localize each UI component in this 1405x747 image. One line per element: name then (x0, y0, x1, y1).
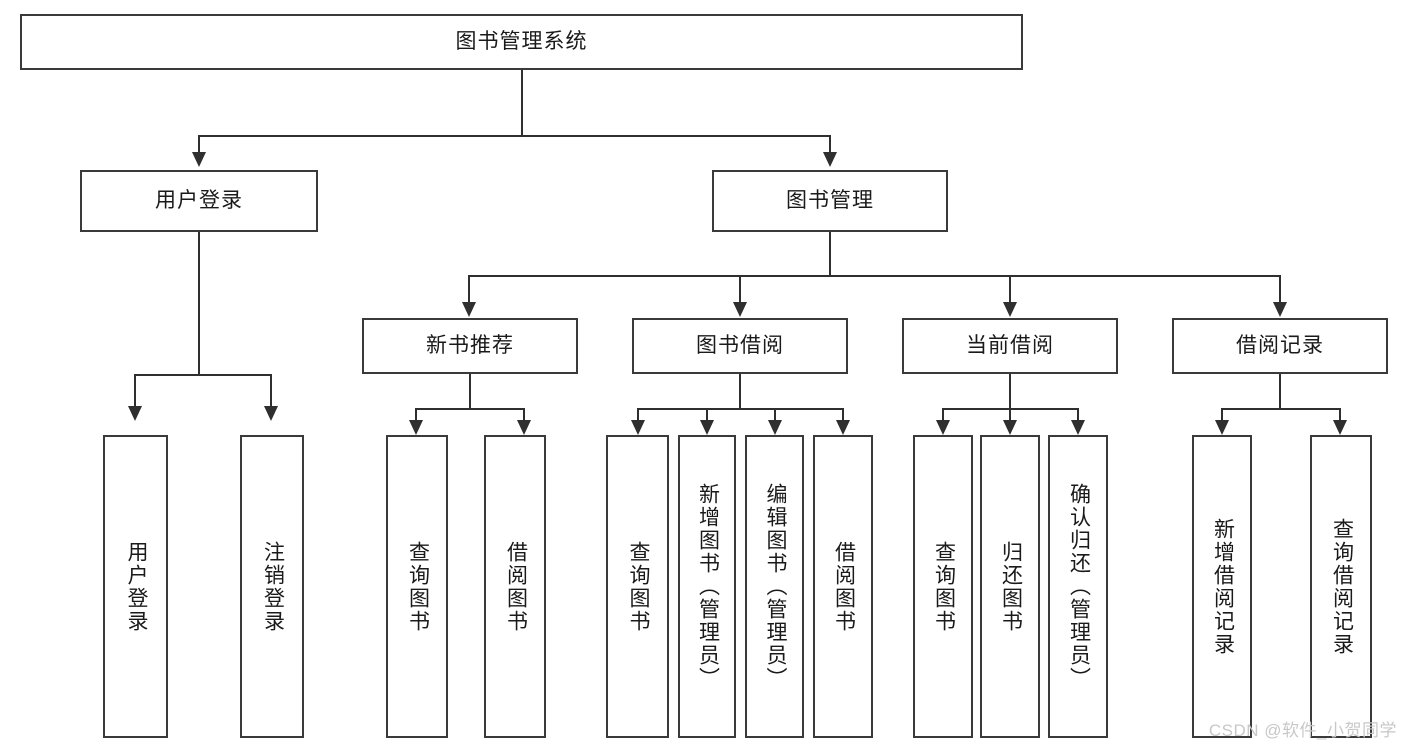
edge-nbr-drop-1 (415, 408, 417, 424)
arrow-root-to-book-management (823, 152, 837, 167)
node-book-borrow[interactable]: 图书借阅 (632, 318, 848, 374)
edge-nbr-bus (415, 408, 525, 410)
edge-nbr-drop-2 (523, 408, 525, 424)
edge-bb-drop-3 (774, 408, 776, 424)
edge-bb-drop-1 (637, 408, 639, 424)
node-label: 用户登录 (124, 540, 148, 633)
leaf-query-book-recommend[interactable]: 查询图书 (386, 435, 448, 738)
node-label: 确认归还（管理员） (1067, 483, 1091, 690)
arrow-br-leaf-1 (1215, 420, 1229, 435)
node-book-management-system[interactable]: 图书管理系统 (20, 14, 1023, 70)
edge-br-drop-1 (1221, 408, 1223, 424)
node-label: 归还图书 (999, 540, 1023, 633)
node-book-management[interactable]: 图书管理 (712, 170, 948, 232)
arrow-bm-to-new-book-recommend (462, 302, 476, 317)
node-label: 用户登录 (155, 189, 243, 213)
edge-user-login-bus (134, 374, 271, 376)
arrow-bb-leaf-4 (836, 420, 850, 435)
arrow-root-to-user-login (192, 152, 206, 167)
leaf-edit-book[interactable]: 编辑图书（管理员） (745, 435, 804, 738)
edge-bb-bus (637, 408, 843, 410)
watermark-text: CSDN @软件_小贺同学 (1208, 721, 1397, 740)
edge-bm-drop-4 (1279, 275, 1281, 305)
arrow-user-login-leaf-2 (264, 406, 278, 421)
edge-user-login-drop-1 (134, 374, 136, 409)
arrow-nbr-leaf-2 (517, 420, 531, 435)
node-label: 查询图书 (932, 540, 956, 633)
node-label: 查询借阅记录 (1330, 517, 1354, 656)
node-label: 编辑图书（管理员） (763, 483, 787, 690)
leaf-borrow-book-recommend[interactable]: 借阅图书 (484, 435, 546, 738)
edge-book-management-stem (829, 232, 831, 276)
edge-bb-stem (739, 374, 741, 409)
arrow-bb-leaf-1 (631, 420, 645, 435)
edge-user-login-drop-2 (270, 374, 272, 409)
node-label: 借阅图书 (504, 540, 528, 633)
arrow-bm-to-borrow-record (1273, 302, 1287, 317)
leaf-return-book[interactable]: 归还图书 (980, 435, 1040, 738)
edge-br-bus (1221, 408, 1341, 410)
arrow-br-leaf-2 (1333, 420, 1347, 435)
edge-root-to-user-login (198, 135, 200, 155)
edge-cb-stem (1009, 374, 1011, 409)
arrow-cb-leaf-1 (936, 420, 950, 435)
node-current-borrow[interactable]: 当前借阅 (902, 318, 1118, 374)
arrow-bb-leaf-2 (700, 420, 714, 435)
node-label: 图书管理 (786, 189, 874, 213)
edge-root-bus (198, 135, 831, 137)
edge-cb-drop-2 (1009, 408, 1011, 424)
edge-root-stem (521, 70, 523, 136)
arrow-cb-leaf-2 (1003, 420, 1017, 435)
arrow-bm-to-current-borrow (1003, 302, 1017, 317)
leaf-confirm-return[interactable]: 确认归还（管理员） (1048, 435, 1108, 738)
node-user-login[interactable]: 用户登录 (80, 170, 318, 232)
edge-book-management-bus (468, 275, 1281, 277)
leaf-query-book-current[interactable]: 查询图书 (913, 435, 973, 738)
node-label: 新增借阅记录 (1211, 517, 1235, 656)
node-label: 注销登录 (261, 540, 285, 633)
leaf-query-borrow-record[interactable]: 查询借阅记录 (1310, 435, 1372, 738)
edge-br-stem (1279, 374, 1281, 409)
edge-bm-drop-1 (468, 275, 470, 305)
node-label: 借阅图书 (832, 540, 856, 633)
arrow-bb-leaf-3 (768, 420, 782, 435)
node-label: 图书借阅 (696, 334, 784, 358)
node-label: 借阅记录 (1236, 334, 1324, 358)
leaf-query-book-borrow[interactable]: 查询图书 (606, 435, 669, 738)
node-label: 查询图书 (626, 540, 650, 633)
edge-bb-drop-2 (706, 408, 708, 424)
edge-nbr-stem (469, 374, 471, 409)
edge-user-login-stem (198, 232, 200, 375)
edge-bm-drop-2 (739, 275, 741, 305)
edge-cb-drop-3 (1077, 408, 1079, 424)
leaf-logout-login[interactable]: 注销登录 (240, 435, 304, 738)
leaf-borrow-book[interactable]: 借阅图书 (813, 435, 873, 738)
edge-root-to-book-management (829, 135, 831, 155)
arrow-user-login-leaf-1 (128, 406, 142, 421)
node-label: 新增图书（管理员） (696, 483, 720, 690)
arrow-cb-leaf-3 (1071, 420, 1085, 435)
node-label: 图书管理系统 (455, 30, 588, 54)
node-label: 查询图书 (406, 540, 430, 633)
edge-br-drop-2 (1339, 408, 1341, 424)
node-new-book-recommend[interactable]: 新书推荐 (362, 318, 578, 374)
node-label: 新书推荐 (426, 334, 514, 358)
arrow-nbr-leaf-1 (409, 420, 423, 435)
edge-bb-drop-4 (842, 408, 844, 424)
edge-cb-drop-1 (942, 408, 944, 424)
node-label: 当前借阅 (966, 334, 1054, 358)
node-borrow-record[interactable]: 借阅记录 (1172, 318, 1388, 374)
leaf-add-borrow-record[interactable]: 新增借阅记录 (1192, 435, 1252, 738)
leaf-user-login[interactable]: 用户登录 (103, 435, 168, 738)
arrow-bm-to-book-borrow (733, 302, 747, 317)
edge-bm-drop-3 (1009, 275, 1011, 305)
leaf-add-book[interactable]: 新增图书（管理员） (678, 435, 736, 738)
